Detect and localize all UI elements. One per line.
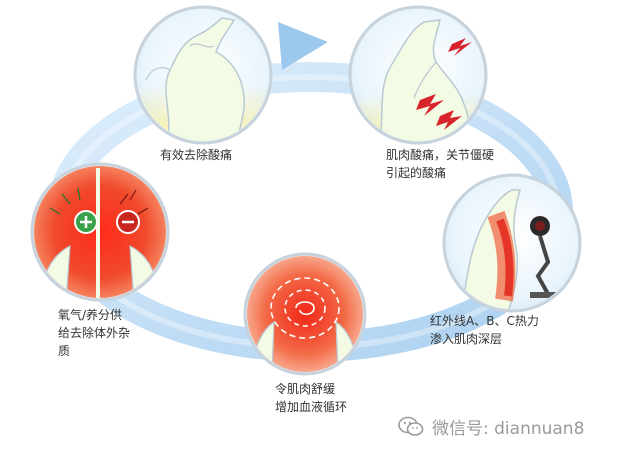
step3-caption: 红外线A、B、C热力 渗入肌肉深层 (430, 312, 539, 348)
step1-caption: 有效去除酸痛 (160, 146, 232, 164)
step5-illustration (30, 162, 170, 302)
watermark-text: 微信号: diannuan8 (432, 414, 584, 439)
step4-illustration (245, 254, 365, 374)
minus-icon (117, 211, 139, 233)
plus-icon (75, 211, 97, 233)
watermark: 微信号: diannuan8 (398, 414, 584, 439)
step5-caption: 氧气/养分供 给去除体外杂 质 (58, 306, 130, 360)
wechat-logo-icon (398, 416, 424, 438)
step2-caption: 肌肉酸痛，关节僵硬 引起的酸痛 (386, 146, 494, 182)
step4-caption: 令肌肉舒缓 增加血液循环 (275, 380, 347, 416)
